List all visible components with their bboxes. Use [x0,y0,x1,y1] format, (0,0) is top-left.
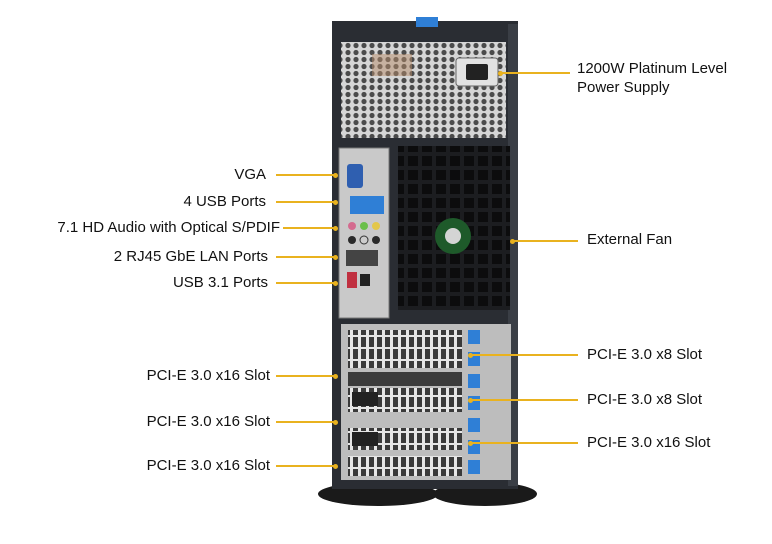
leader-pcie2 [276,419,338,425]
usb31-ports [347,272,357,288]
leader-usb [276,199,338,205]
usb-ports [350,196,384,214]
leader-fan [510,238,578,244]
leader-pcie-r1 [468,352,578,358]
label-usb31: USB 3.1 Ports [172,274,268,291]
label-pcie-right-2: PCI-E 3.0 x8 Slot [587,391,703,408]
io-shield [338,147,390,319]
top-tab [416,17,438,27]
leader-psu [498,70,570,76]
leader-pcie1 [276,373,338,379]
label-usb-ports: 4 USB Ports [183,193,266,210]
label-pcie-right-1: PCI-E 3.0 x8 Slot [587,346,703,363]
label-pcie-right-3: PCI-E 3.0 x16 Slot [587,434,711,451]
leader-usb31 [276,280,338,286]
leader-pcie3 [276,463,338,469]
label-lan: 2 RJ45 GbE LAN Ports [113,248,268,265]
label-power-supply: 1200W Platinum Level Power Supply [577,60,728,96]
label-pcie-left-3: PCI-E 3.0 x16 Slot [146,457,270,474]
label-external-fan: External Fan [587,231,673,248]
lan-ports [346,250,378,266]
vga-port [347,164,363,188]
leader-pcie-r3 [468,440,578,446]
leader-audio [283,225,338,231]
leader-pcie-r2 [468,397,578,403]
label-pcie-left-1: PCI-E 3.0 x16 Slot [146,367,270,384]
leader-lan [276,254,338,260]
label-vga: VGA [234,166,266,183]
label-audio: 7.1 HD Audio with Optical S/PDIF [57,219,280,236]
leader-vga [276,172,338,178]
label-pcie-left-2: PCI-E 3.0 x16 Slot [146,413,270,430]
psu-grille [341,42,506,138]
